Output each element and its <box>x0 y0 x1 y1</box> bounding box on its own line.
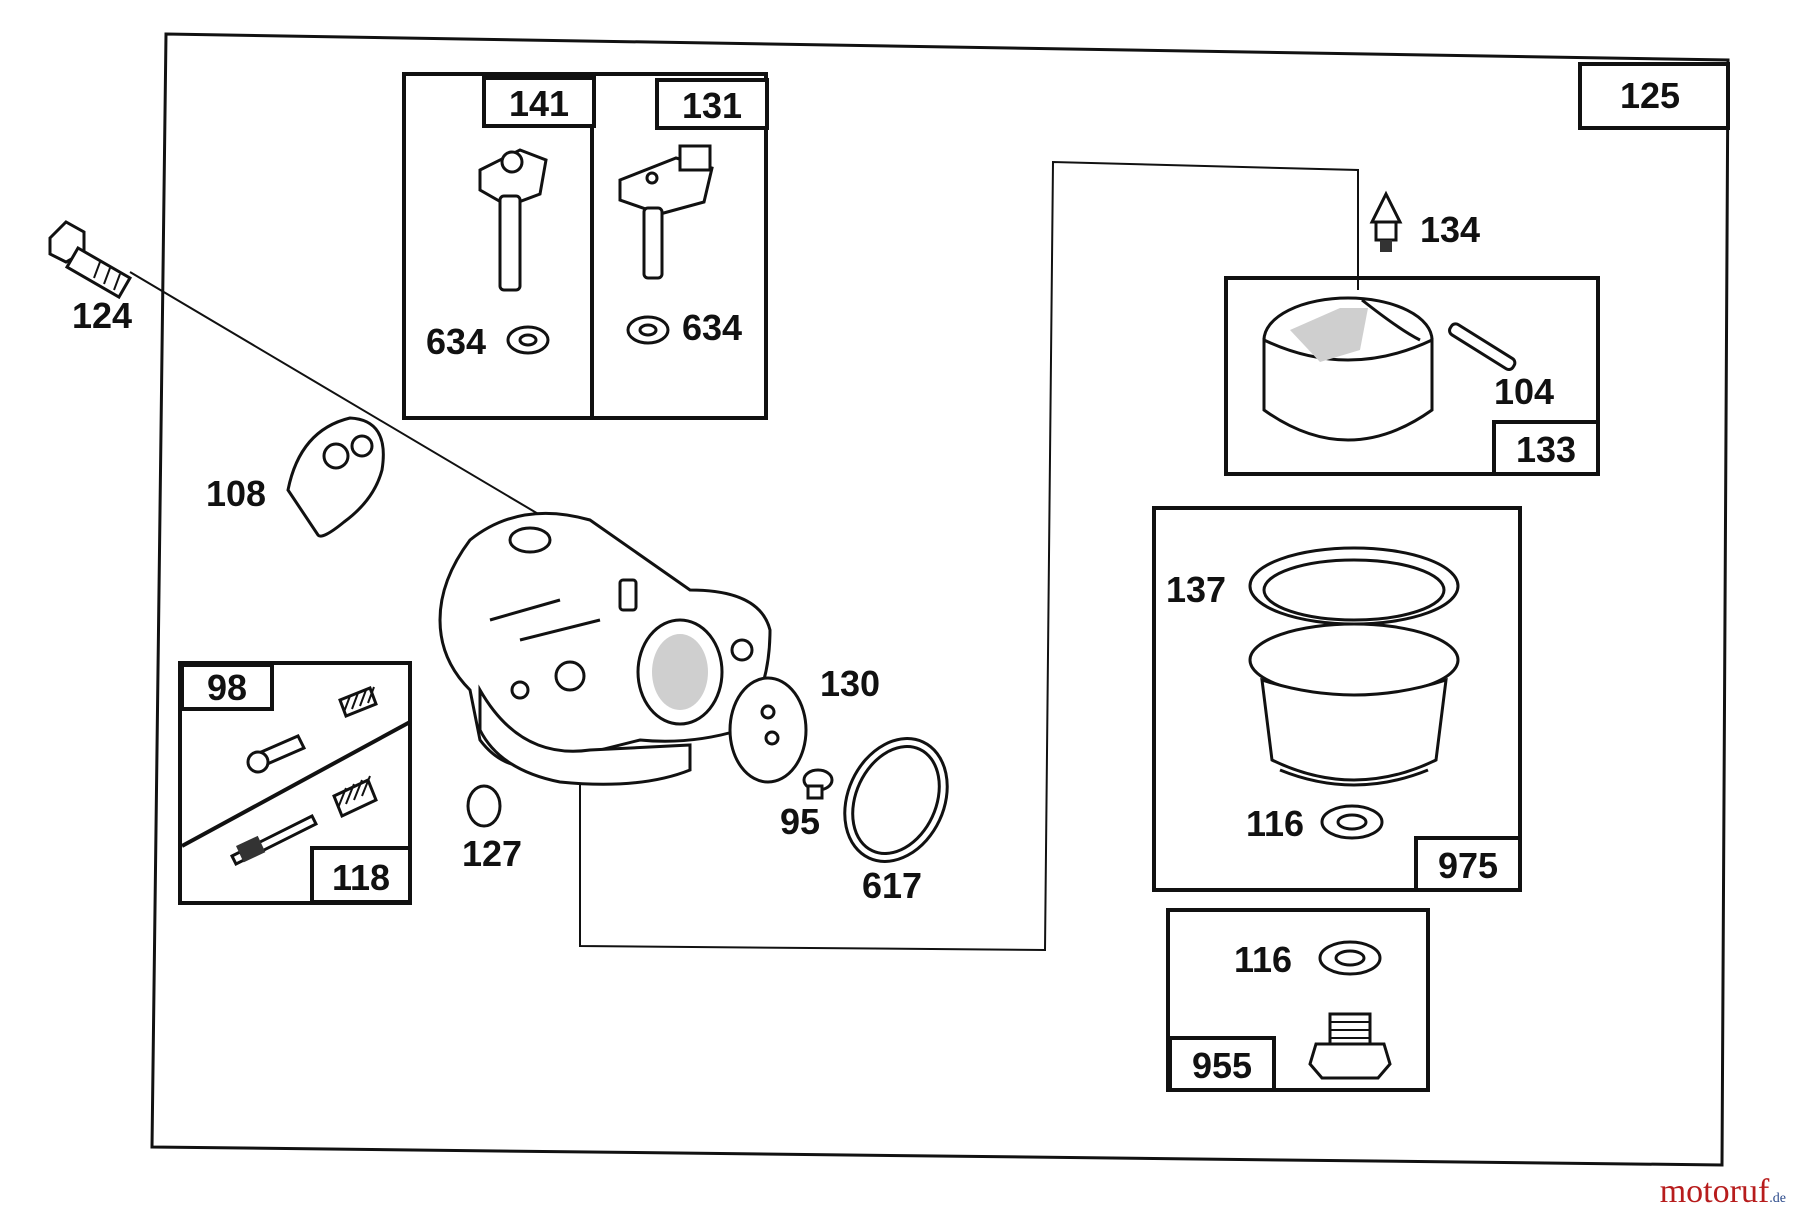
oring-617 <box>843 737 949 863</box>
label-124: 124 <box>72 295 132 336</box>
watermark-main: motoruf <box>1659 1173 1770 1210</box>
label-116-lower: 116 <box>1234 939 1292 980</box>
pin-104 <box>1448 322 1517 372</box>
label-130: 130 <box>820 663 880 704</box>
box-133 <box>1492 420 1600 476</box>
label-137: 137 <box>1166 569 1226 610</box>
watermark: motoruf.de <box>1660 1173 1786 1211</box>
label-955: 955 <box>1192 1045 1252 1086</box>
box-133-frame <box>1224 276 1600 476</box>
needle-134 <box>1369 190 1403 252</box>
label-95: 95 <box>780 801 820 842</box>
label-108: 108 <box>206 473 266 514</box>
box-125 <box>1578 62 1730 130</box>
bolt-124 <box>48 220 541 516</box>
screw-spring-upper <box>246 686 378 774</box>
float-bowl <box>1248 622 1460 787</box>
bowl-nut-955 <box>1308 1012 1392 1080</box>
box-131 <box>655 78 769 130</box>
box-118 <box>310 846 412 904</box>
label-975: 975 <box>1438 845 1498 886</box>
box-98 <box>180 663 274 711</box>
box-975-frame <box>1152 506 1522 892</box>
label-125: 125 <box>1620 75 1680 116</box>
float-133 <box>1262 296 1434 442</box>
box-975 <box>1414 836 1522 892</box>
label-634-right: 634 <box>682 307 742 348</box>
label-116-upper: 116 <box>1246 803 1304 844</box>
label-133: 133 <box>1516 429 1576 470</box>
gasket-130 <box>728 676 808 784</box>
box-141 <box>482 76 596 128</box>
label-104: 104 <box>1494 371 1554 412</box>
box-choke-shafts <box>402 72 768 420</box>
throttle-shaft-141 <box>478 148 548 292</box>
screw-95 <box>802 768 834 800</box>
plate-108 <box>286 416 385 538</box>
label-134: 134 <box>1420 209 1480 250</box>
label-141: 141 <box>509 83 569 124</box>
screw-spring-lower <box>229 775 378 867</box>
label-98: 98 <box>207 667 247 708</box>
box-955-frame <box>1166 908 1430 1092</box>
gasket-137 <box>1248 546 1460 626</box>
connector-line <box>579 160 1359 952</box>
label-118: 118 <box>332 857 390 898</box>
box-955 <box>1168 1036 1276 1092</box>
plug-127 <box>466 784 502 828</box>
choke-shaft-131 <box>618 144 714 280</box>
main-frame <box>150 32 1730 1167</box>
label-634-left: 634 <box>426 321 486 362</box>
box-mixture-screws <box>178 661 412 905</box>
carburetor-body <box>438 511 772 786</box>
label-127: 127 <box>462 833 522 874</box>
label-617: 617 <box>862 865 922 906</box>
watermark-suffix: .de <box>1769 1191 1786 1206</box>
label-131: 131 <box>682 85 742 126</box>
